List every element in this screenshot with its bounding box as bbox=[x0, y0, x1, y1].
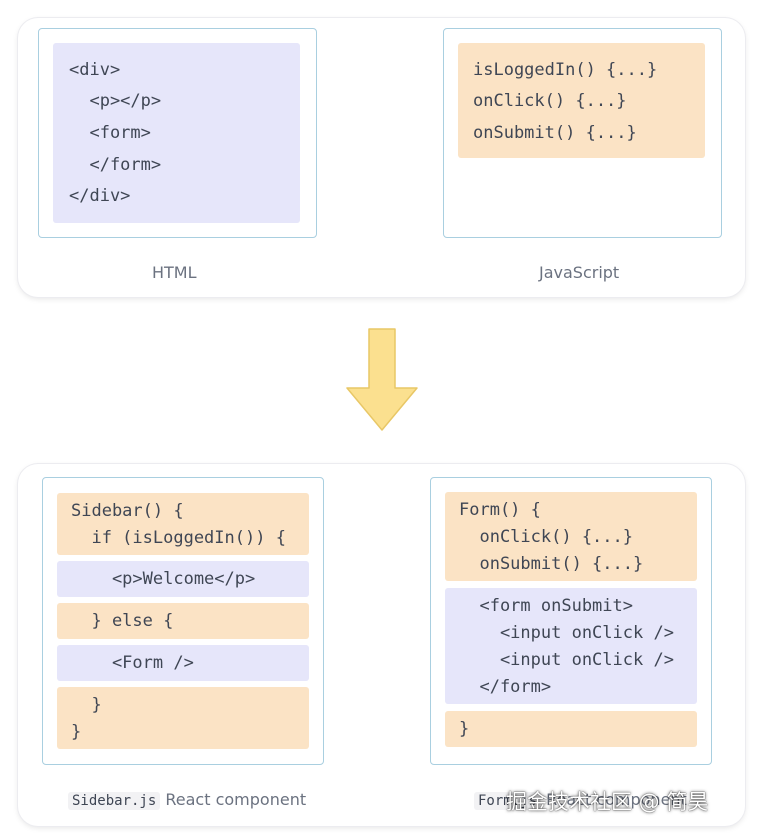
watermark: 掘金技术社区 @ 简昊 bbox=[506, 790, 709, 814]
sidebar-component-frame: Sidebar() { if (isLoggedIn()) { <p>Welco… bbox=[42, 477, 324, 765]
sidebar-caption-text: React component bbox=[160, 790, 307, 809]
code-line: </div> bbox=[69, 186, 131, 206]
top-card: <div> <p></p> <form> </form> </div> isLo… bbox=[18, 18, 745, 297]
code-line: <form> bbox=[69, 123, 151, 143]
code-line: </form> bbox=[69, 155, 162, 175]
sidebar-else-block: } else { bbox=[57, 603, 309, 639]
form-component-frame: Form() { onClick() {...} onSubmit() {...… bbox=[430, 477, 712, 765]
form-closing-block: } bbox=[445, 711, 697, 747]
js-caption: JavaScript bbox=[539, 263, 620, 282]
form-markup-block: <form onSubmit> <input onClick /> <input… bbox=[445, 588, 697, 704]
html-caption: HTML bbox=[152, 263, 197, 282]
code-line: <div> bbox=[69, 60, 121, 80]
code-line: onSubmit() {...} bbox=[459, 554, 644, 574]
code-line: } bbox=[71, 695, 102, 715]
code-line: Sidebar() { bbox=[71, 501, 184, 521]
js-code-block: isLoggedIn() {...} onClick() {...} onSub… bbox=[458, 43, 705, 158]
form-caption: Form.js React component bbox=[474, 790, 687, 810]
form-caption-text: React component bbox=[541, 790, 687, 809]
code-line: </form> bbox=[459, 677, 552, 697]
sidebar-form-markup: <Form /> bbox=[57, 645, 309, 681]
js-file-frame: isLoggedIn() {...} onClick() {...} onSub… bbox=[443, 28, 722, 238]
code-line: <input onClick /> bbox=[459, 623, 674, 643]
code-line: } bbox=[459, 719, 470, 739]
code-line: <p>Welcome</p> bbox=[71, 569, 256, 589]
html-file-frame: <div> <p></p> <form> </form> </div> bbox=[38, 28, 317, 238]
code-line: <form onSubmit> bbox=[459, 596, 633, 616]
sidebar-closing-block: } } bbox=[57, 687, 309, 749]
form-function-block: Form() { onClick() {...} onSubmit() {...… bbox=[445, 492, 697, 581]
code-line: } else { bbox=[71, 611, 174, 631]
sidebar-filename: Sidebar.js bbox=[68, 792, 161, 810]
form-filename: Form.js bbox=[474, 792, 542, 810]
code-line: } bbox=[71, 722, 82, 742]
code-line: Form() { bbox=[459, 500, 541, 520]
code-line: onSubmit() {...} bbox=[473, 123, 637, 143]
html-code-block: <div> <p></p> <form> </form> </div> bbox=[53, 43, 300, 223]
code-line: <input onClick /> bbox=[459, 650, 674, 670]
code-line: onClick() {...} bbox=[473, 91, 627, 111]
sidebar-caption: Sidebar.js React component bbox=[68, 790, 307, 810]
sidebar-welcome-markup: <p>Welcome</p> bbox=[57, 561, 309, 597]
code-line: if (isLoggedIn()) { bbox=[71, 528, 286, 548]
code-line: <p></p> bbox=[69, 91, 162, 111]
bottom-card: Sidebar() { if (isLoggedIn()) { <p>Welco… bbox=[18, 464, 745, 826]
down-arrow-icon bbox=[346, 328, 418, 431]
code-line: <Form /> bbox=[71, 653, 194, 673]
code-line: isLoggedIn() {...} bbox=[473, 60, 658, 80]
code-line: onClick() {...} bbox=[459, 527, 633, 547]
sidebar-function-block: Sidebar() { if (isLoggedIn()) { bbox=[57, 493, 309, 555]
